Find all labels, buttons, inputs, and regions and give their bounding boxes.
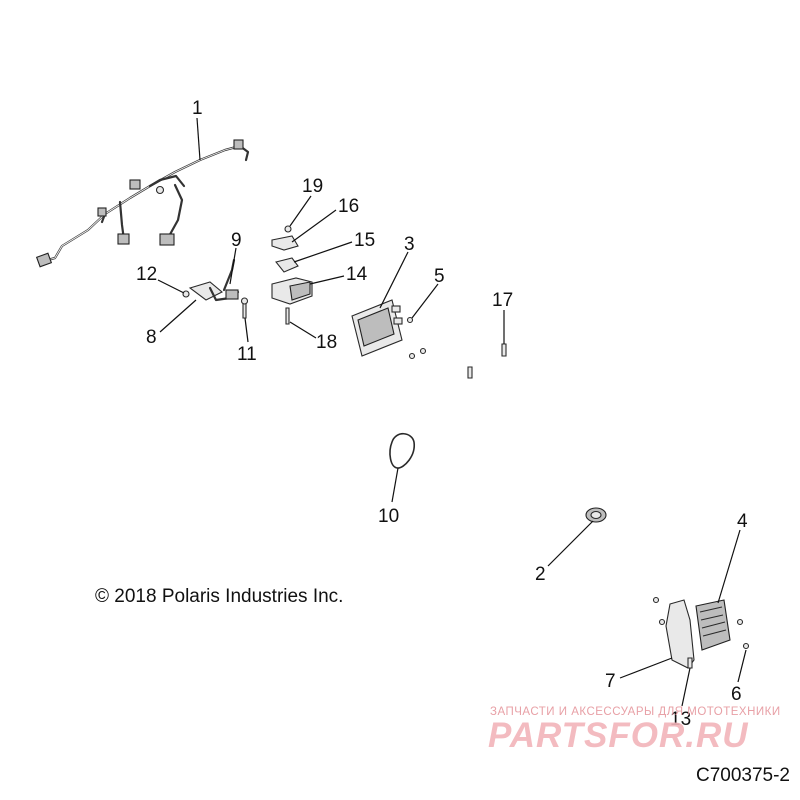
callout-11: 11 bbox=[237, 344, 257, 365]
leader-lines bbox=[157, 117, 747, 707]
callout-15: 15 bbox=[354, 230, 375, 251]
leader-1 bbox=[196, 117, 201, 161]
callout-3: 3 bbox=[404, 234, 415, 255]
leader-13 bbox=[681, 667, 691, 707]
watermark-tagline: ЗАПЧАСТИ И АКСЕССУАРЫ ДЛЯ МОТОТЕХНИКИ bbox=[490, 706, 781, 718]
leader-14 bbox=[309, 275, 345, 285]
callout-17: 17 bbox=[492, 290, 513, 311]
callout-8: 8 bbox=[146, 327, 157, 348]
leader-2 bbox=[547, 520, 594, 567]
leader-4 bbox=[717, 529, 741, 604]
voltage-regulator-assembly bbox=[652, 596, 750, 669]
leader-11 bbox=[244, 317, 249, 343]
callout-1: 1 bbox=[192, 98, 203, 119]
gasket bbox=[389, 432, 415, 469]
callout-19: 19 bbox=[302, 176, 323, 197]
callout-12: 12 bbox=[136, 264, 157, 285]
sensor-assembly bbox=[271, 225, 313, 325]
leader-10 bbox=[391, 467, 399, 503]
ecu-module bbox=[351, 299, 427, 360]
grommet bbox=[585, 507, 607, 523]
callout-2: 2 bbox=[535, 564, 546, 585]
leader-16 bbox=[291, 209, 337, 243]
leader-9 bbox=[229, 247, 237, 285]
leader-7 bbox=[619, 657, 673, 679]
callout-18: 18 bbox=[316, 332, 337, 353]
leader-19 bbox=[289, 195, 312, 227]
leader-6 bbox=[737, 649, 747, 683]
callout-labels: 1 2 3 4 5 6 7 8 9 10 11 12 13 14 15 16 1… bbox=[136, 98, 748, 730]
leader-5 bbox=[411, 283, 439, 319]
leader-12 bbox=[157, 279, 185, 294]
callout-4: 4 bbox=[737, 511, 748, 532]
leader-8 bbox=[159, 299, 197, 333]
leader-3 bbox=[379, 251, 409, 309]
callout-13: 13 bbox=[670, 709, 691, 730]
leader-18 bbox=[289, 321, 317, 339]
callout-6: 6 bbox=[731, 684, 742, 705]
drawing-id: C700375-2 bbox=[695, 765, 790, 786]
relay-bracket bbox=[182, 258, 249, 319]
callout-14: 14 bbox=[346, 264, 368, 285]
watermark-logo: PARTSFOR.RU bbox=[488, 716, 749, 755]
fasteners bbox=[467, 343, 507, 379]
copyright-notice: © 2018 Polaris Industries Inc. bbox=[95, 586, 344, 607]
callout-9: 9 bbox=[231, 230, 242, 251]
callout-7: 7 bbox=[605, 671, 616, 692]
wiring-harness bbox=[35, 139, 250, 268]
callout-10: 10 bbox=[378, 506, 399, 527]
callout-16: 16 bbox=[338, 196, 359, 217]
callout-5: 5 bbox=[434, 266, 445, 287]
leader-15 bbox=[293, 241, 353, 263]
